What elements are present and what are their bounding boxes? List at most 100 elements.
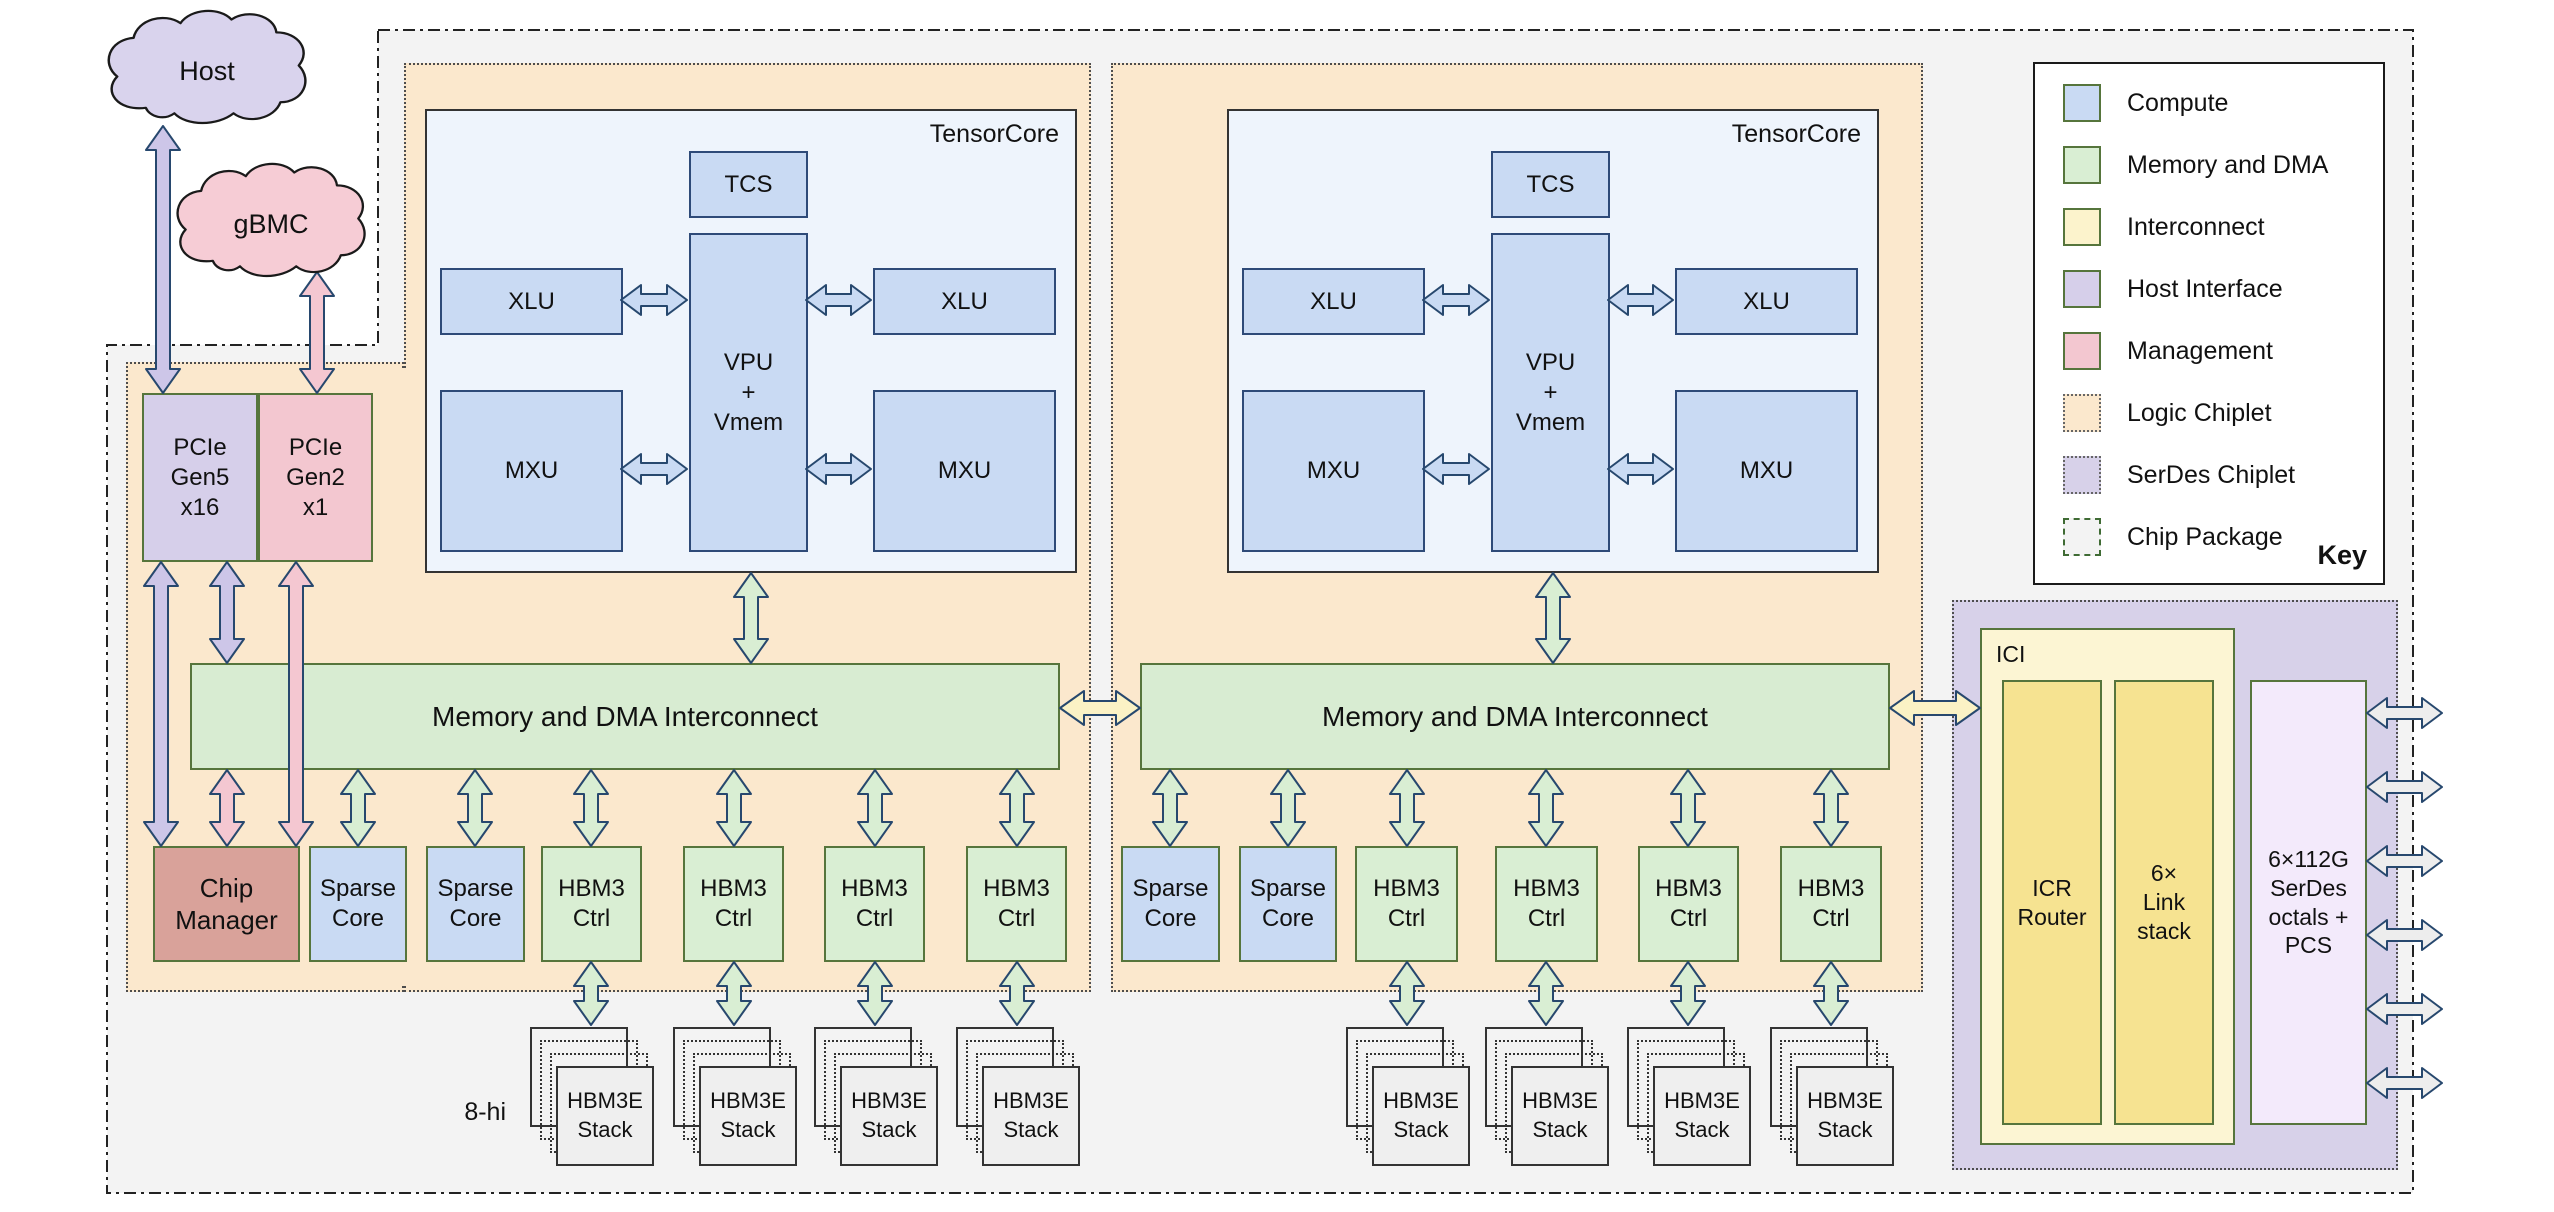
label-line: Gen2	[286, 463, 345, 491]
label-line: HBM3	[1373, 875, 1440, 902]
label-line: TCS	[724, 170, 773, 198]
hbm3-ctrl-box: HBM3 Ctrl	[1638, 846, 1739, 962]
legend-item-management: Management	[2035, 320, 2383, 382]
label-line: Sparse	[1249, 875, 1327, 902]
legend-label: Logic Chiplet	[2127, 398, 2272, 427]
label-line: HBM3E	[1807, 1088, 1883, 1114]
pcie-gen2-box: PCIe Gen2 x1	[258, 393, 373, 562]
legend-item-host-interface: Host Interface	[2035, 258, 2383, 320]
compute-swatch-icon	[2063, 84, 2101, 122]
label-line: HBM3E	[1383, 1088, 1459, 1114]
vpu-vmem-box: VPU + Vmem	[1491, 233, 1610, 552]
hbm3e-stack: HBM3E Stack	[1770, 1027, 1898, 1168]
label-line: Ctrl	[997, 905, 1036, 932]
label-line: HBM3E	[851, 1088, 927, 1114]
label-line: HBM3	[700, 875, 767, 902]
label-line: Manager	[175, 905, 278, 935]
label-line: Stack	[1817, 1117, 1873, 1142]
label-line: Memory and DMA Interconnect	[1322, 701, 1708, 732]
tensorcore-2: TensorCore TCS VPU + Vmem XLU XLU MXU MX…	[1227, 109, 1879, 573]
label-line: XLU	[1310, 287, 1357, 315]
hbm3-ctrl-box: HBM3 Ctrl	[683, 846, 784, 962]
label-line: Link	[2142, 889, 2186, 916]
label-line: octals +	[2268, 903, 2349, 930]
legend-label: Interconnect	[2127, 212, 2265, 241]
label-line: Stack	[1532, 1117, 1588, 1142]
label-line: Sparse	[1132, 875, 1209, 902]
label-line: Stack	[577, 1117, 633, 1142]
label-line: Core	[331, 905, 385, 932]
hbm3e-stack: HBM3E Stack	[1485, 1027, 1613, 1168]
sparse-core-box: Sparse Core	[1121, 846, 1220, 962]
sparse-core-box: Sparse Core	[426, 846, 525, 962]
link-stack-box: 6× Link stack	[2114, 680, 2214, 1125]
label-line: Memory and DMA Interconnect	[432, 701, 818, 732]
label-line: x1	[302, 493, 329, 521]
sparse-core-box: Sparse Core	[1239, 846, 1337, 962]
label-line: Sparse	[319, 875, 397, 902]
legend-item-logic-chiplet: Logic Chiplet	[2035, 382, 2383, 444]
label-line: ICR	[2032, 874, 2072, 901]
label-line: VPU	[723, 348, 774, 376]
tensorcore-title: TensorCore	[1731, 120, 1861, 148]
label-line: Core	[1261, 905, 1315, 932]
mxu-box: MXU	[873, 390, 1056, 552]
hbm3e-stack: HBM3E Stack	[814, 1027, 942, 1168]
pcie-gen5-box: PCIe Gen5 x16	[142, 393, 258, 562]
label-line: HBM3	[1655, 875, 1722, 902]
label-line: XLU	[508, 287, 555, 315]
legend-item-serdes-chiplet: SerDes Chiplet	[2035, 444, 2383, 506]
label-line: Ctrl	[572, 905, 611, 932]
label-line: HBM3E	[1664, 1088, 1740, 1114]
label-line: Vmem	[713, 408, 784, 436]
interconnect-swatch-icon	[2063, 208, 2101, 246]
ici-title: ICI	[1996, 641, 2026, 667]
label-line: HBM3	[841, 875, 908, 902]
memory-dma-swatch-icon	[2063, 146, 2101, 184]
label-line: HBM3E	[710, 1088, 786, 1114]
label-line: Stack	[861, 1117, 917, 1142]
legend-item-compute: Compute	[2035, 72, 2383, 134]
label-line: x16	[180, 493, 220, 521]
label-line: HBM3	[1513, 875, 1580, 902]
label-line: Stack	[1674, 1117, 1730, 1142]
xlu-box: XLU	[873, 268, 1056, 335]
label-line: +	[1543, 378, 1558, 406]
label-line: Gen5	[170, 463, 230, 491]
label-line: VPU	[1525, 348, 1576, 376]
legend-label: SerDes Chiplet	[2127, 460, 2296, 489]
label-line: PCIe	[288, 433, 343, 461]
mxu-box: MXU	[1675, 390, 1858, 552]
memory-dma-interconnect-bar-2: Memory and DMA Interconnect	[1140, 663, 1890, 770]
label-line: Stack	[1003, 1117, 1059, 1142]
legend-label: Memory and DMA	[2127, 150, 2329, 179]
xlu-box: XLU	[1242, 268, 1425, 335]
label-line: Ctrl	[1527, 905, 1566, 932]
label-line: 6×112G	[2268, 846, 2349, 872]
label-line: SerDes	[2270, 874, 2347, 901]
host-interface-swatch-icon	[2063, 270, 2101, 308]
tensorcore-title: TensorCore	[929, 120, 1059, 148]
chip-package-swatch-icon	[2063, 518, 2101, 556]
legend-label: Management	[2127, 336, 2273, 365]
label-line: HBM3E	[1522, 1088, 1598, 1114]
sparse-core-box: Sparse Core	[309, 846, 407, 962]
label-line: MXU	[504, 457, 559, 484]
label-line: Stack	[1393, 1117, 1449, 1142]
legend-label: Chip Package	[2127, 522, 2283, 551]
hbm3e-stack-front: HBM3E Stack	[1653, 1066, 1751, 1166]
label-line: Ctrl	[1812, 905, 1850, 932]
icr-router-box: ICR Router	[2002, 680, 2102, 1125]
xlu-box: XLU	[440, 268, 623, 335]
legend-label: Host Interface	[2127, 274, 2283, 303]
hbm3-ctrl-box: HBM3 Ctrl	[541, 846, 642, 962]
xlu-box: XLU	[1675, 268, 1858, 335]
legend-item-memory-dma: Memory and DMA	[2035, 134, 2383, 196]
mxu-box: MXU	[440, 390, 623, 552]
hbm3e-stack: HBM3E Stack	[1627, 1027, 1755, 1168]
